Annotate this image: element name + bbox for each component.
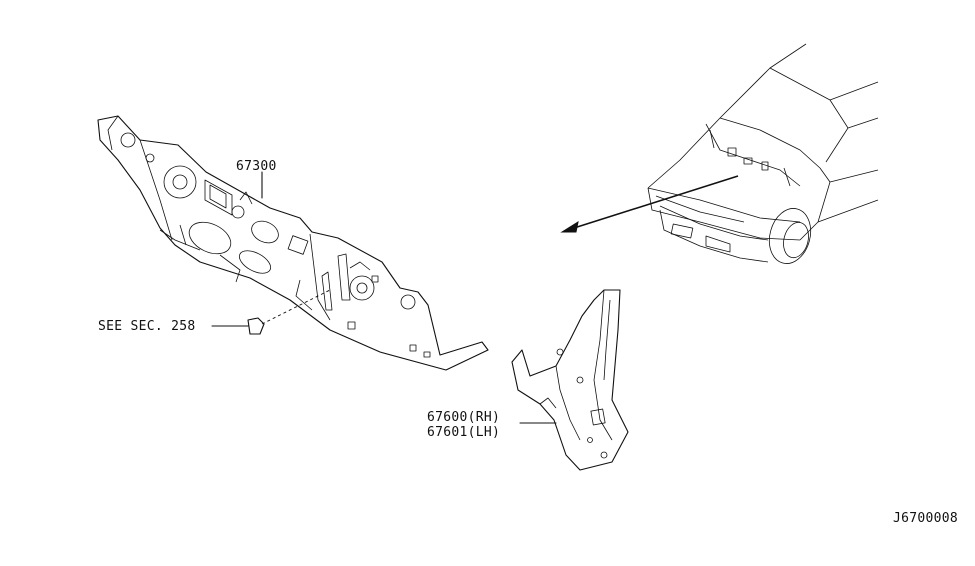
label-see-sec: SEE SEC. 258 xyxy=(98,319,196,334)
diagram-code: J6700008 xyxy=(893,511,959,526)
dash-panel-part xyxy=(97,115,489,371)
label-pillar-lh: 67601(LH) xyxy=(427,425,501,440)
clip-part xyxy=(211,289,331,335)
car-overview xyxy=(647,43,879,264)
pointer-arrow xyxy=(560,175,739,233)
label-dash-panel: 67300 xyxy=(236,159,277,174)
label-pillar-rh: 67600(RH) xyxy=(427,410,501,425)
pillar-part xyxy=(511,289,629,471)
